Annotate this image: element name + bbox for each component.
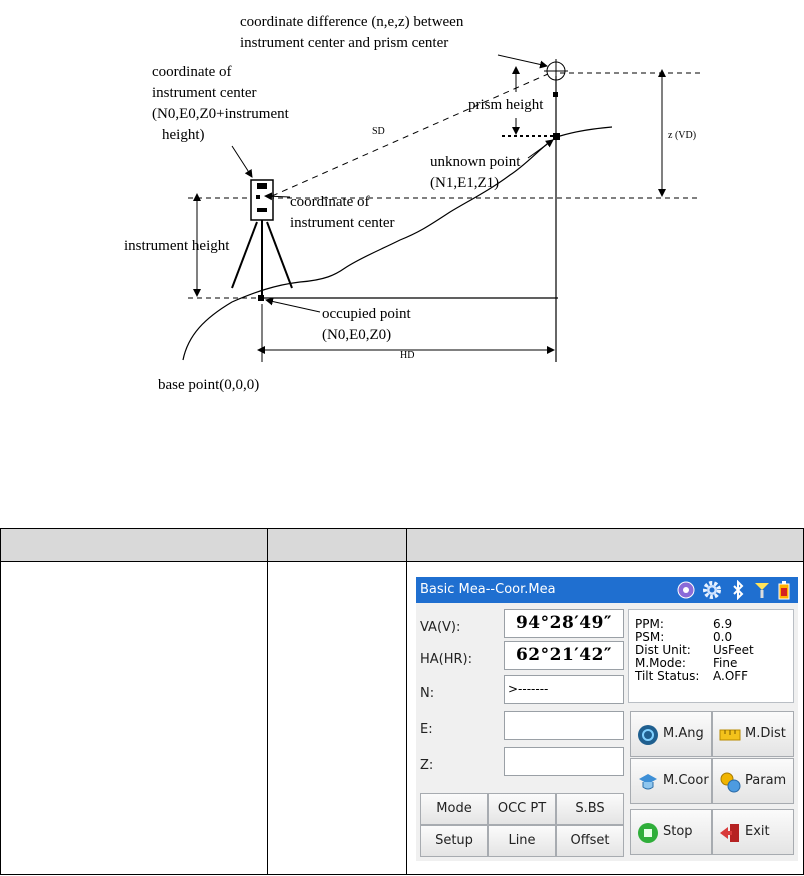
ha-value: 62°21′42″ <box>504 641 624 670</box>
info-key: Tilt Status: <box>635 669 700 683</box>
occ-pt-button[interactable]: OCC PT <box>488 793 556 825</box>
param-button[interactable]: Param <box>712 758 794 804</box>
e-label: E: <box>420 722 433 737</box>
unknown-point-label-2: (N1,E1,Z1) <box>430 175 499 191</box>
screen-title: Basic Mea--Coor.Mea <box>420 582 556 597</box>
info-key: M.Mode: <box>635 656 686 670</box>
instr-center-label-2: instrument center <box>152 85 257 101</box>
va-label: VA(V): <box>420 620 461 635</box>
occupied-point-label-1: occupied point <box>322 306 412 322</box>
z-label: Z: <box>420 758 434 773</box>
m-coor-label: M.Coor <box>663 773 709 788</box>
exit-label: Exit <box>745 824 770 839</box>
instrument-screen: Basic Mea--Coor.Mea VA(V): 94°28′49″ <box>416 577 798 861</box>
ha-label: HA(HR): <box>420 652 472 667</box>
unknown-point-label-1: unknown point <box>430 154 521 170</box>
occupied-point-label-2: (N0,E0,Z0) <box>322 327 391 343</box>
info-key: PPM: <box>635 617 664 631</box>
coord-of-label-1: coordinate of <box>290 194 370 210</box>
mode-button[interactable]: Mode <box>420 793 488 825</box>
document-table <box>0 528 804 876</box>
info-value: 0.0 <box>713 630 733 644</box>
target-icon[interactable] <box>676 580 696 600</box>
info-row-ppm: PPM: 6.9 <box>635 617 733 631</box>
info-row-psm: PSM: 0.0 <box>635 630 733 644</box>
prism-signal-icon[interactable] <box>752 580 772 600</box>
info-value: A.OFF <box>713 669 749 683</box>
distance-measure-icon <box>719 729 741 741</box>
n-value: >------- <box>504 675 624 704</box>
info-row-dist-unit: Dist Unit: UsFeet <box>635 643 754 657</box>
base-point-label: base point(0,0,0) <box>158 377 259 393</box>
s-bs-button[interactable]: S.BS <box>556 793 624 825</box>
m-ang-button[interactable]: M.Ang <box>630 711 712 757</box>
battery-icon <box>778 581 790 600</box>
prism-height-label: prism height <box>468 97 544 113</box>
instrument-height-label: instrument height <box>124 238 230 254</box>
table-border-bottom <box>0 874 804 875</box>
stop-button[interactable]: Stop <box>630 809 712 855</box>
angle-measure-icon <box>638 725 658 745</box>
bluetooth-icon[interactable] <box>728 580 748 600</box>
stop-label: Stop <box>663 824 693 839</box>
z-value <box>504 747 624 776</box>
instr-center-label-4: height) <box>162 127 205 143</box>
exit-icon <box>720 824 739 842</box>
table-header-row <box>0 528 804 562</box>
coordinate-measure-icon <box>639 774 657 790</box>
info-value: 6.9 <box>713 617 733 631</box>
hd-label: HD <box>400 350 414 361</box>
table-divider-2 <box>406 528 407 875</box>
info-value: UsFeet <box>713 643 754 657</box>
surveying-diagram: coordinate difference (n,e,z) between in… <box>124 14 700 393</box>
offset-button[interactable]: Offset <box>556 825 624 857</box>
sd-label: SD <box>372 126 385 137</box>
e-value <box>504 711 624 740</box>
status-info-panel: PPM: 6.9 PSM: 0.0 Dist Unit: UsFeet M.Mode:… <box>628 609 794 703</box>
coord-diff-label-1: coordinate difference (n,e,z) between <box>240 14 464 30</box>
table-divider-1 <box>267 528 268 875</box>
m-dist-label: M.Dist <box>745 726 786 741</box>
m-coor-button[interactable]: M.Coor <box>630 758 712 804</box>
exit-button[interactable]: Exit <box>712 809 794 855</box>
va-value: 94°28′49″ <box>504 609 624 638</box>
ground-profile <box>182 126 613 361</box>
instr-center-label-3: (N0,E0,Z0+instrument <box>152 106 290 122</box>
title-bar: Basic Mea--Coor.Mea <box>416 577 798 603</box>
table-border-left <box>0 528 1 875</box>
info-key: Dist Unit: <box>635 643 691 657</box>
instr-center-label-1: coordinate of <box>152 64 232 80</box>
gear-icon[interactable] <box>702 580 722 600</box>
total-station-icon <box>231 179 293 301</box>
setup-button[interactable]: Setup <box>420 825 488 857</box>
stop-icon <box>638 823 658 843</box>
z-vd-label: z (VD) <box>668 130 696 141</box>
line-button[interactable]: Line <box>488 825 556 857</box>
param-label: Param <box>745 773 787 788</box>
m-dist-button[interactable]: M.Dist <box>712 711 794 757</box>
n-label: N: <box>420 686 435 701</box>
coord-of-label-2: instrument center <box>290 215 395 231</box>
m-ang-label: M.Ang <box>663 726 704 741</box>
info-key: PSM: <box>635 630 665 644</box>
info-row-tilt-status: Tilt Status: A.OFF <box>635 669 749 683</box>
coord-diff-label-2: instrument center and prism center <box>240 35 448 51</box>
parameters-icon <box>720 772 741 793</box>
info-row-m-mode: M.Mode: Fine <box>635 656 738 670</box>
info-value: Fine <box>713 656 738 670</box>
